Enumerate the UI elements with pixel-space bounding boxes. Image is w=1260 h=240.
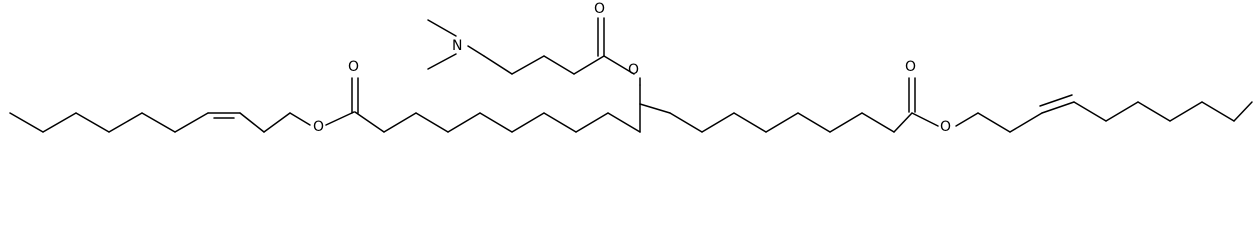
ester-right-carbonyl-oxygen-label: O	[905, 59, 916, 75]
dimethylamino-chain: N	[427, 19, 575, 75]
ester-right-oxygen-label: O	[940, 119, 951, 135]
amine-nitrogen-label: N	[452, 38, 462, 54]
backbone-left	[383, 112, 641, 133]
ester-left-carbonyl-oxygen-label: O	[348, 59, 359, 75]
central-ester-group: O O	[573, 1, 641, 133]
left-alkenyl-chain	[9, 112, 311, 133]
right-alkenyl-chain	[977, 94, 1253, 133]
left-ester-group: O O	[313, 59, 385, 135]
right-ester-group: O O	[905, 59, 979, 135]
chemical-structure-diagram: O O O O N	[9, 1, 1253, 135]
backbone-right	[639, 103, 913, 133]
ester-left-oxygen-label: O	[313, 119, 324, 135]
ester-center-oxygen-label: O	[628, 62, 639, 78]
ester-center-carbonyl-oxygen-label: O	[594, 1, 605, 17]
